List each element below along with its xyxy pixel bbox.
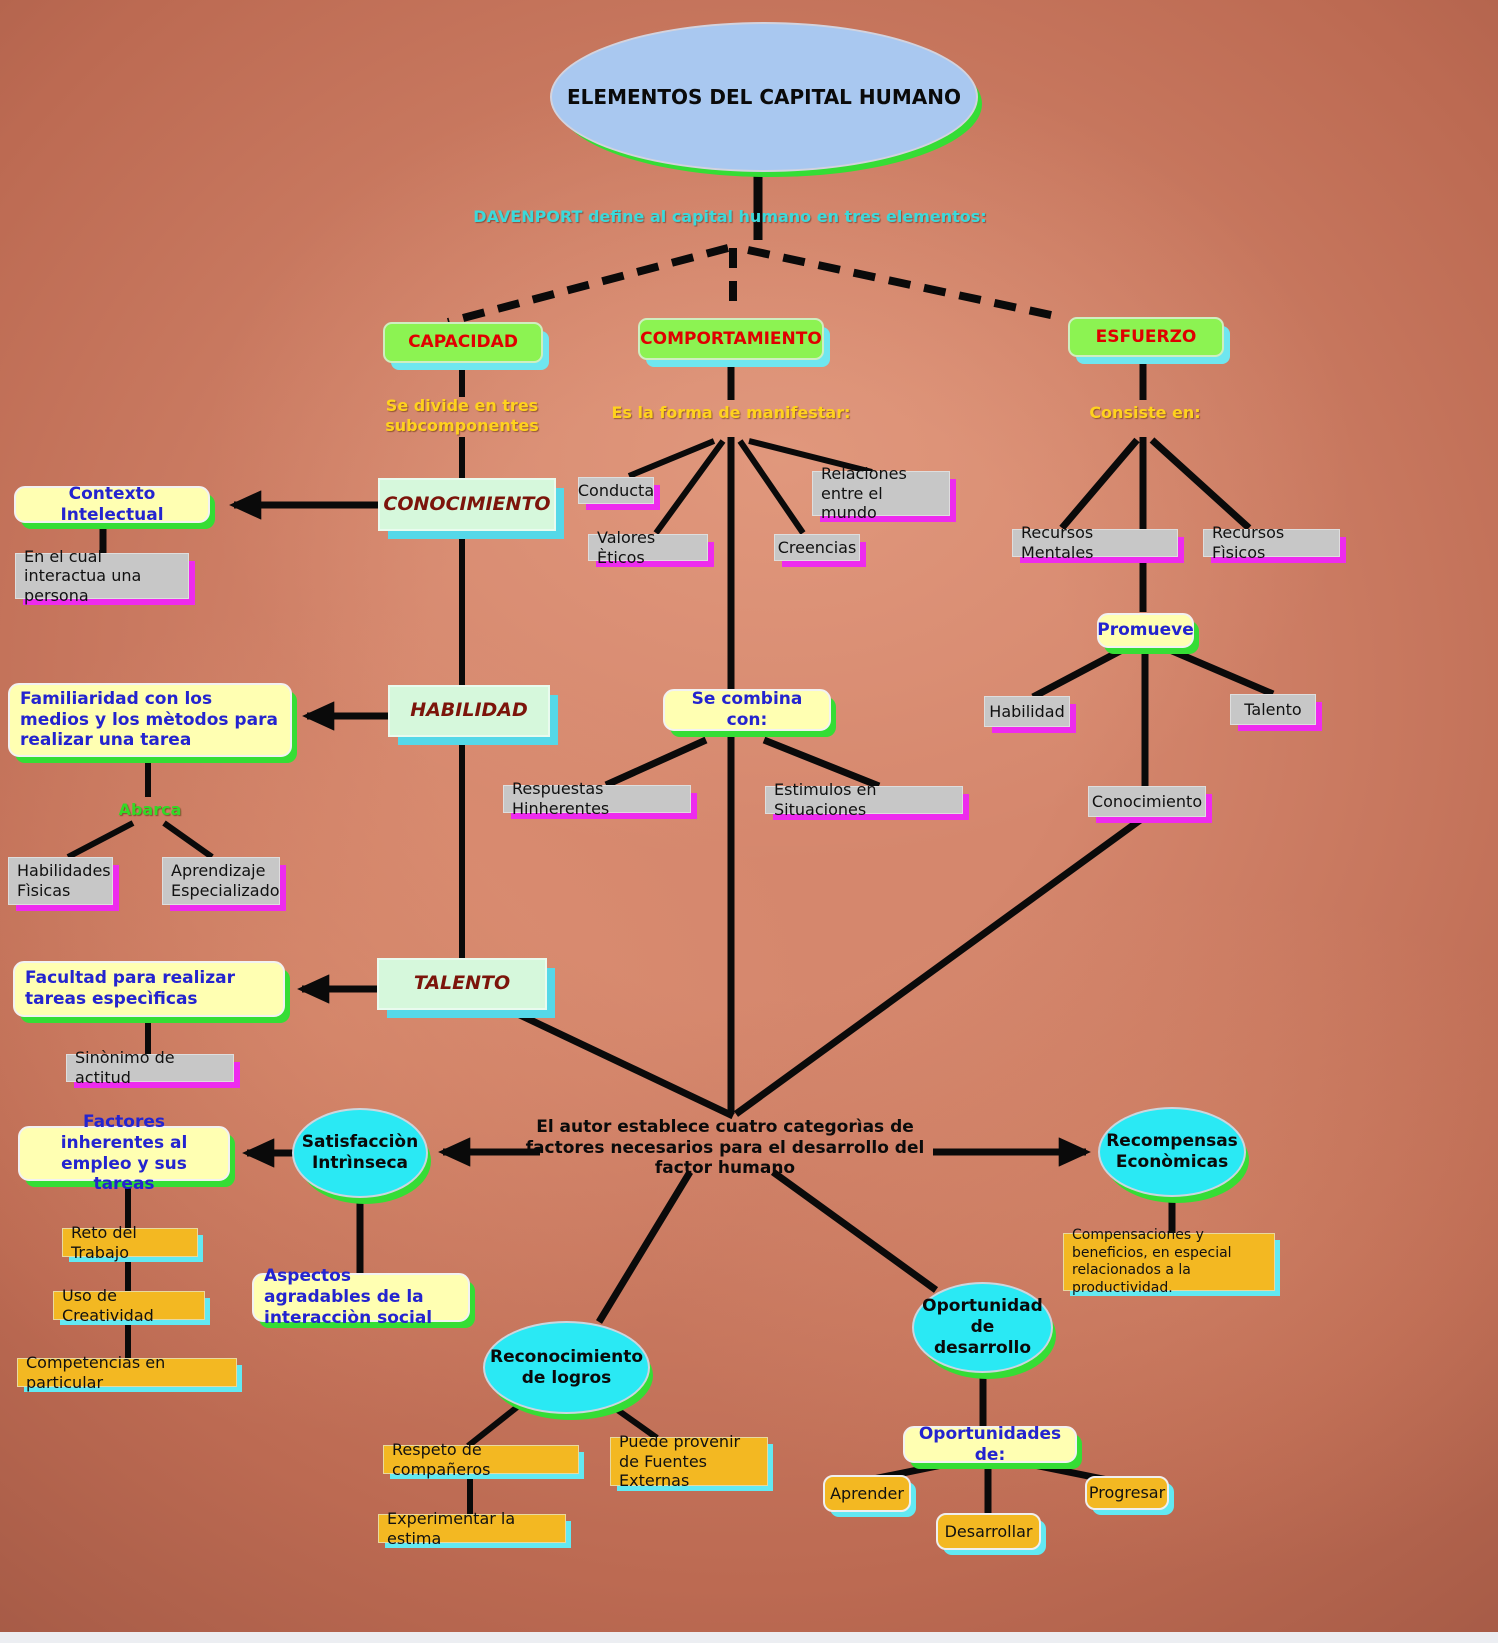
category-oportunidad: Oportunidad de desarrollo: [912, 1282, 1053, 1373]
note-aprender: Aprender: [823, 1475, 911, 1512]
node-conocimiento: CONOCIMIENTO: [378, 478, 556, 531]
note-talento-gray: Talento: [1230, 694, 1316, 725]
node-comportamiento: COMPORTAMIENTO: [638, 318, 824, 360]
node-habilidad: HABILIDAD: [388, 685, 550, 737]
note-factores: Factores inherentes al empleo y sus tare…: [18, 1112, 230, 1194]
category-reconocimiento: Reconocimiento de logros: [483, 1321, 650, 1414]
note-creatividad: Uso de Creatividad: [53, 1286, 205, 1325]
node-talento: TALENTO: [377, 958, 547, 1010]
note-fuentes: Puede provenir de Fuentes Externas: [610, 1432, 768, 1490]
category-recompensas: Recompensas Econòmicas: [1098, 1107, 1246, 1197]
note-familiaridad: Familiaridad con los medios y los mètodo…: [8, 683, 292, 757]
note-facultad: Facultad para realizar tareas especìfica…: [13, 961, 285, 1017]
note-progresar: Progresar: [1085, 1476, 1169, 1510]
note-reto: Reto del Trabajo: [62, 1223, 198, 1262]
note-creencias: Creencias: [774, 534, 860, 561]
note-recursos-fisicos: Recursos Fìsicos: [1203, 523, 1340, 562]
label-combina: Se combina con:: [663, 689, 831, 731]
bottom-strip: [0, 1632, 1498, 1643]
intro-text: DAVENPORT define al capital humano en tr…: [473, 207, 987, 227]
note-habilidades-fisicas: Habilidades Fìsicas: [8, 857, 113, 905]
title-ellipse: ELEMENTOS DEL CAPITAL HUMANO: [550, 22, 978, 172]
node-capacidad: CAPACIDAD: [383, 322, 543, 363]
note-estima: Experimentar la estima: [378, 1509, 566, 1548]
label-abarca: Abarca: [118, 800, 182, 820]
autor-text: El autor establece cuatro categorìas de …: [525, 1116, 925, 1179]
label-oportunidades: Oportunidades de:: [903, 1424, 1077, 1465]
label-promueve: Promueve: [1097, 613, 1194, 648]
note-conocimiento-gray: Conocimiento: [1088, 786, 1206, 817]
note-aspectos: Aspectos agradables de la interacciòn so…: [252, 1266, 470, 1328]
label-consiste: Consiste en:: [1089, 403, 1201, 423]
note-estimulos: Estimulos en Situaciones: [765, 780, 963, 819]
note-aprendizaje: Aprendizaje Especializado: [162, 857, 280, 905]
note-habilidad-gray: Habilidad: [984, 696, 1070, 727]
label-divide: Se divide en tres subcomponentes: [385, 396, 539, 435]
note-relaciones: Relaciones entre el mundo: [812, 464, 950, 522]
note-interactua: En el cual interactua una persona: [15, 547, 189, 605]
note-competencias: Competencias en particular: [17, 1353, 237, 1392]
page-title: ELEMENTOS DEL CAPITAL HUMANO: [567, 84, 961, 109]
note-desarrollar: Desarrollar: [936, 1513, 1041, 1550]
note-conducta: Conducta: [578, 477, 654, 504]
note-contexto: Contexto Intelectual: [14, 484, 210, 525]
note-valores: Valores Èticos: [588, 528, 708, 567]
node-esfuerzo: ESFUERZO: [1068, 317, 1224, 357]
note-respuestas: Respuestas Hinherentes: [503, 779, 691, 818]
note-respeto: Respeto de compañeros: [383, 1440, 579, 1479]
note-compensaciones: Compensaciones y beneficios, en especial…: [1063, 1227, 1275, 1296]
note-recursos-mentales: Recursos Mentales: [1012, 523, 1178, 562]
category-satisfaccion: Satisfacciòn Intrìnseca: [292, 1108, 428, 1198]
note-sinonimo: Sinònimo de actitud: [66, 1048, 234, 1087]
label-manifestar: Es la forma de manifestar:: [611, 403, 851, 423]
